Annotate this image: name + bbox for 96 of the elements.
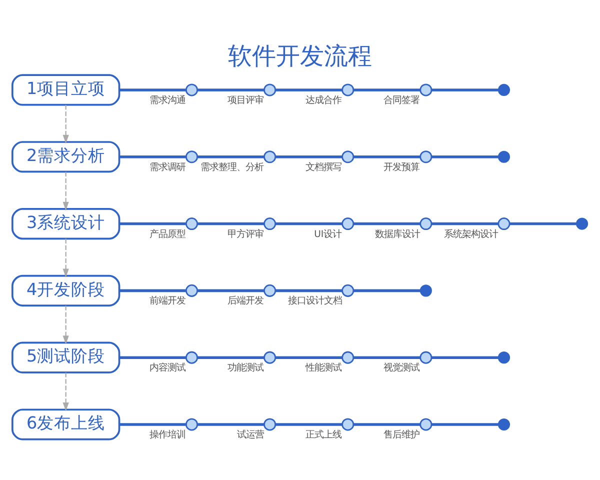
arrow — [62, 104, 69, 144]
connector — [432, 356, 498, 358]
connector — [119, 88, 186, 91]
connector — [198, 422, 264, 426]
connector — [354, 154, 420, 158]
node-circle — [264, 83, 276, 96]
node-circle — [342, 217, 354, 230]
node-label: UI设计 — [314, 228, 342, 240]
node-circle — [185, 150, 198, 163]
node-label: 甲方评审 — [228, 228, 264, 240]
node-label: 系统架构设计 — [444, 228, 498, 240]
node-circle — [185, 350, 198, 364]
node-circle — [264, 150, 276, 163]
node-circle — [420, 150, 432, 163]
node-circle — [264, 418, 276, 430]
connector — [198, 356, 264, 358]
connector — [119, 154, 186, 158]
node-circle — [420, 350, 432, 364]
node-circle — [264, 217, 276, 230]
connector — [198, 222, 264, 225]
node-label: 性能测试 — [306, 362, 342, 374]
node-box: 5测试阶段 — [11, 341, 120, 373]
node-label: 项目评审 — [228, 94, 264, 106]
connector — [432, 154, 498, 158]
node-label: 文档撰写 — [306, 161, 342, 172]
connector — [198, 154, 264, 158]
node-label: 操作培训 — [150, 428, 186, 440]
node-circle — [420, 83, 432, 96]
connector — [354, 88, 420, 91]
node-circle — [498, 217, 510, 230]
node-circle — [185, 217, 198, 230]
node-circle — [264, 350, 276, 364]
connector — [432, 222, 498, 225]
connector — [510, 222, 576, 225]
connector — [119, 422, 186, 426]
node-circle — [342, 350, 354, 364]
node-circle — [342, 83, 354, 96]
node-label: 正式上线 — [306, 428, 342, 440]
node-dot — [576, 217, 588, 230]
node-label: 试运营 — [236, 428, 264, 440]
node-label: 产品原型 — [150, 228, 186, 240]
node-label: 需求沟通 — [150, 94, 186, 106]
node-box: 2需求分析 — [11, 140, 120, 172]
diagram-title: 软件开发流程 — [228, 41, 372, 70]
connector — [276, 222, 342, 225]
arrow — [62, 372, 69, 411]
node-circle — [420, 217, 432, 230]
node-label: 合同签署 — [384, 94, 420, 106]
node-circle — [264, 284, 276, 296]
connector — [276, 288, 342, 292]
node-dot — [498, 418, 510, 430]
connector — [119, 222, 186, 225]
connector — [276, 422, 342, 426]
node-label: 售后维护 — [384, 428, 420, 440]
connector — [276, 154, 342, 158]
connector — [119, 288, 186, 292]
node-label: 开发预算 — [384, 161, 420, 172]
node-dot — [498, 351, 510, 364]
node-dot — [420, 284, 432, 296]
connector — [276, 356, 342, 358]
arrow — [62, 171, 69, 210]
connector — [354, 288, 420, 292]
node-circle — [342, 150, 354, 163]
node-label: 内容测试 — [150, 362, 186, 374]
node-circle — [342, 284, 354, 296]
connector — [354, 422, 420, 426]
node-box: 6发布上线 — [11, 408, 120, 440]
node-box: 1项目立项 — [11, 74, 120, 106]
node-box: 3系统设计 — [11, 207, 120, 240]
node-circle — [185, 284, 198, 296]
arrow — [62, 238, 69, 277]
node-circle — [342, 418, 354, 430]
connector — [432, 422, 498, 426]
node-label: 前端开发 — [150, 295, 186, 306]
node-circle — [185, 83, 198, 96]
connector — [354, 222, 420, 225]
arrow — [62, 305, 69, 344]
node-label: 数据库设计 — [375, 228, 420, 240]
node-label: 视觉测试 — [384, 362, 420, 374]
node-circle — [420, 418, 432, 430]
node-label: 达成合作 — [306, 94, 342, 106]
connector — [432, 88, 498, 91]
node-circle — [185, 418, 198, 430]
node-label: 需求调研 — [150, 161, 186, 172]
node-label: 接口设计文档 — [288, 295, 342, 306]
connector — [198, 288, 264, 292]
node-dot — [498, 150, 510, 162]
node-label: 需求整理、分析 — [200, 161, 264, 172]
node-box: 4开发阶段 — [11, 274, 120, 306]
node-label: 功能测试 — [228, 362, 264, 374]
connector — [276, 88, 342, 91]
connector — [354, 356, 420, 358]
connector — [198, 88, 264, 91]
node-dot — [498, 83, 510, 96]
node-label: 后端开发 — [228, 295, 264, 306]
connector — [119, 356, 186, 358]
